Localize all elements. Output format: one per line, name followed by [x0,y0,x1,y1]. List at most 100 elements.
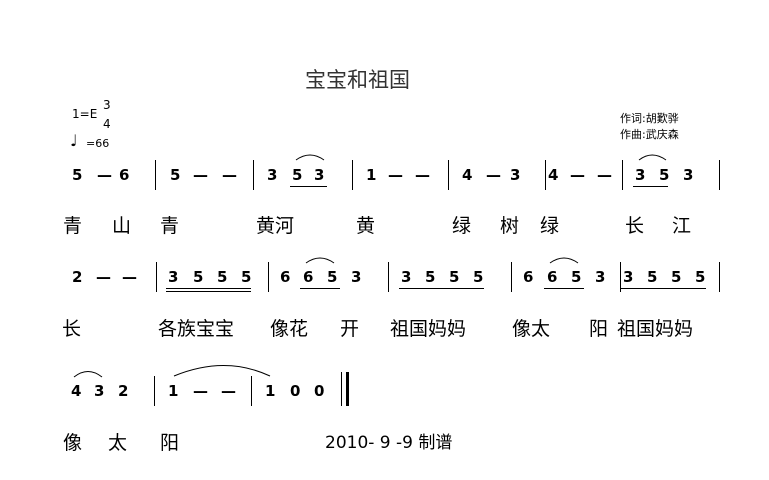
note: 5 [292,166,303,184]
eighth-underline [633,186,668,187]
note: 4 [462,166,473,184]
note: 6 [119,166,130,184]
lyric: 江 [672,215,692,237]
lyric: 阳 [160,432,180,454]
dash: — [122,268,137,286]
note: 2 [72,268,83,286]
note: 3 [267,166,278,184]
bar-line [545,160,546,190]
note: 5 [473,268,484,286]
note: 0 [314,382,325,400]
note: 5 [449,268,460,286]
note: 5 [571,268,582,286]
bar-line [268,262,269,292]
note: 5 [217,268,228,286]
slur [305,257,335,264]
dash: — [97,166,112,184]
note: 4 [71,382,82,400]
note: 5 [425,268,436,286]
lyric: 黄河 [256,215,295,237]
lyric: 长 [62,318,82,340]
lyric: 开 [340,318,360,340]
lyric: 太 [108,432,128,454]
slur [549,257,579,264]
note: 1 [168,382,179,400]
eighth-underline [300,288,340,289]
lyric: 山 [112,215,132,237]
bar-line [388,262,389,292]
dash: — [570,166,585,184]
bar-line [253,160,254,190]
lyric: 黄 [356,215,376,237]
bar-line [154,376,155,406]
note: 3 [595,268,606,286]
lyric: 祖国妈妈 [390,318,467,340]
eighth-underline [290,186,327,187]
dash: — [597,166,612,184]
bar-line [622,160,623,190]
eighth-underline [166,288,251,289]
song-title: 宝宝和祖国 [305,68,410,92]
lyric: 青 [160,215,180,237]
dash: — [96,268,111,286]
note: 6 [280,268,291,286]
lyric: 阳 [589,318,609,340]
note: 3 [351,268,362,286]
note: 3 [510,166,521,184]
composer-credit: 作曲:武庆森 [620,128,679,141]
note: 0 [290,382,301,400]
dash: — [388,166,403,184]
bar-line [719,160,720,190]
lyric: 像花 [270,318,309,340]
dash: — [222,166,237,184]
key-signature: 1=E [72,107,98,121]
eighth-underline [621,288,706,289]
note: 5 [671,268,682,286]
bar-line [251,376,252,406]
bar-line [352,160,353,190]
bar-line [155,160,156,190]
note: 3 [401,268,412,286]
dash: — [221,382,236,400]
note: 6 [303,268,314,286]
note: 1 [366,166,377,184]
final-bar-thick [346,372,349,406]
note: 3 [168,268,179,286]
tie [173,365,271,377]
slur [638,154,667,161]
note: 3 [94,382,105,400]
quarter-note-icon: ♩ [70,131,78,150]
note: 3 [683,166,694,184]
bar-line [511,262,512,292]
lyric: 树 [500,215,520,237]
lyric: 像太 [512,318,551,340]
lyric: 长 [625,215,645,237]
dash: — [193,166,208,184]
note: 5 [695,268,706,286]
note: 6 [523,268,534,286]
eighth-underline [399,288,484,289]
note: 6 [547,268,558,286]
note: 5 [327,268,338,286]
time-signature-bottom: 4 [103,117,111,131]
slur [73,371,103,378]
note: 1 [265,382,276,400]
lyric: 各族宝宝 [158,318,235,340]
note: 5 [193,268,204,286]
slur [295,154,325,161]
note: 5 [647,268,658,286]
dash: — [415,166,430,184]
lyric: 绿 [540,215,560,237]
eighth-underline [544,288,584,289]
bar-line [156,262,157,292]
note: 5 [241,268,252,286]
dash: — [486,166,501,184]
note: 4 [548,166,559,184]
transcription-date: 2010- 9 -9 制谱 [325,433,453,453]
note: 3 [314,166,325,184]
note: 5 [170,166,181,184]
lyric: 像 [63,432,83,454]
bar-line [448,160,449,190]
dash: — [193,382,208,400]
